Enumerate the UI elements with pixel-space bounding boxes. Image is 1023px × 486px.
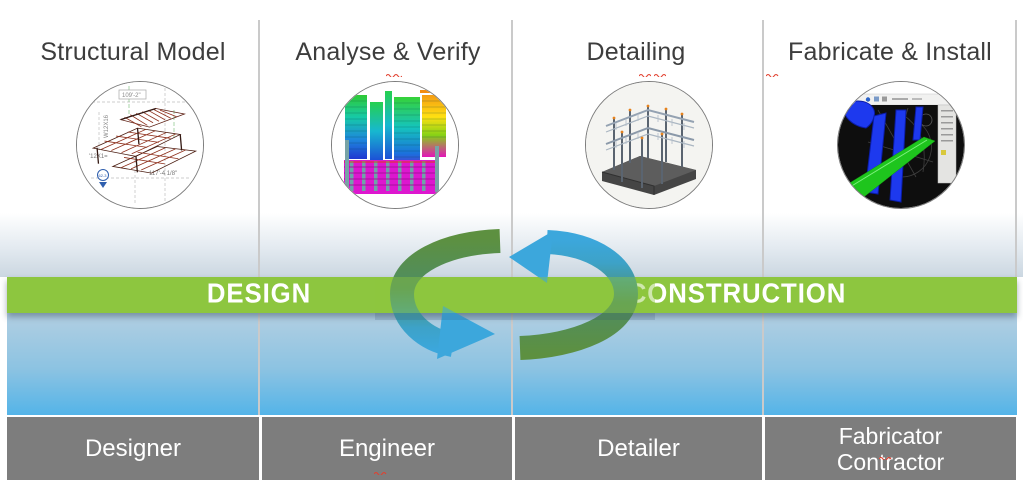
role-label-line1: Fabricator (838, 422, 943, 449)
svg-text:W12X16: W12X16 (104, 114, 110, 138)
spellcheck-squiggle (373, 462, 388, 480)
column-divider-2 (511, 20, 513, 277)
column-divider-1-lower (258, 313, 260, 415)
role-label-line2: Contractor (836, 448, 945, 475)
construction-label: CONSTRUCTION (627, 277, 847, 309)
structural-model-image: 109'-2" W12X16 '12X1= 117'-4 1/8" 62-3 (76, 81, 204, 209)
role-box-engineer: Engineer (262, 417, 512, 480)
role-label: Detailer (597, 434, 680, 462)
column-divider-1 (258, 20, 260, 277)
right-border-divider (1015, 20, 1017, 277)
role-box-detailer: Detailer (515, 417, 762, 480)
design-construction-cycle-arrows-icon (375, 229, 655, 360)
design-construction-band: DESIGN CONSTRUCTION (7, 277, 1017, 313)
fabrication-view-image (837, 81, 965, 209)
spellcheck-squiggle (638, 64, 652, 82)
detailing-model-image (585, 81, 713, 209)
svg-text:'12X1=: '12X1= (89, 154, 108, 160)
column-divider-3 (762, 20, 764, 277)
spellcheck-squiggle (385, 64, 403, 82)
svg-text:62-3: 62-3 (99, 173, 108, 178)
role-box-fabricator-contractor: Fabricator Contractor (765, 417, 1016, 480)
column-title-structural-model: Structural Model (40, 38, 226, 66)
column-divider-2-lower (511, 313, 513, 415)
column-title-fabricate-install: Fabricate & Install (788, 38, 992, 66)
role-label: Engineer (338, 434, 436, 462)
svg-text:109'-2": 109'-2" (122, 93, 141, 99)
column-title-detailing: Detailing (586, 38, 686, 66)
role-label: Designer (84, 434, 182, 462)
svg-text:117'-4 1/8": 117'-4 1/8" (149, 171, 177, 177)
spellcheck-squiggle (653, 64, 667, 82)
column-title-analyse-verify: Analyse & Verify (295, 38, 481, 66)
spellcheck-squiggle (878, 447, 893, 465)
role-box-designer: Designer (7, 417, 259, 480)
design-label: DESIGN (206, 277, 312, 309)
analysis-model-image (331, 81, 459, 209)
column-divider-3-lower (762, 313, 764, 415)
spellcheck-squiggle (765, 64, 780, 82)
